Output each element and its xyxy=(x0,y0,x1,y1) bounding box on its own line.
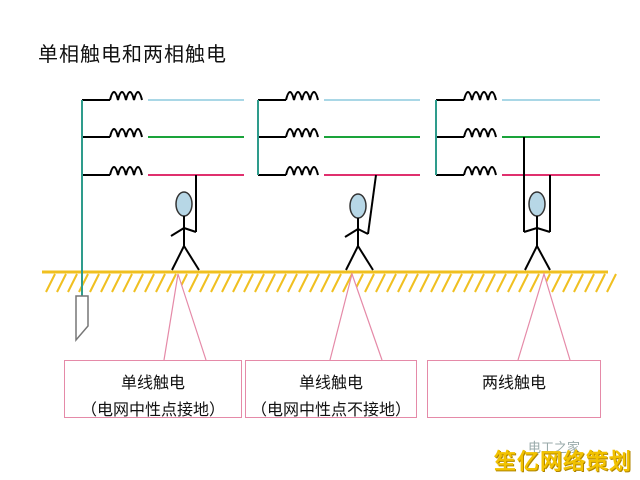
ground-hatch-mark xyxy=(67,273,78,293)
ground-hatch-mark xyxy=(331,273,342,293)
coil-1-top xyxy=(82,91,244,101)
ground-hatch-mark xyxy=(100,273,111,293)
ground-hatch-mark xyxy=(155,273,166,293)
ground-hatch-mark xyxy=(386,273,397,293)
ground-hatch-mark xyxy=(408,273,419,293)
ground-hatch-mark xyxy=(166,273,177,293)
ground-hatch-mark xyxy=(254,273,265,293)
caption-box-2: 单线触电 （电网中性点不接地） xyxy=(245,360,417,419)
ground-hatch-mark xyxy=(474,273,485,293)
caption-2-line1: 单线触电 xyxy=(298,373,363,392)
coil-2-bot xyxy=(258,166,420,176)
ground-hatch-mark xyxy=(573,273,584,293)
caption-3-line1: 两线触电 xyxy=(481,373,546,392)
system-1 xyxy=(75,91,244,343)
ground-hatch-mark xyxy=(441,273,452,293)
caption-box-3: 两线触电 xyxy=(427,360,601,418)
coil-3-top xyxy=(436,91,600,101)
ground-hatch-mark xyxy=(606,273,617,293)
person-2-icon xyxy=(344,174,377,271)
callout-pointers xyxy=(163,271,571,361)
ground-hatch-mark xyxy=(364,273,375,293)
ground-hatch-mark xyxy=(375,273,386,293)
ground-hatch-mark xyxy=(584,273,595,293)
ground-hatch-mark xyxy=(551,273,562,293)
ground-hatch-mark xyxy=(298,273,309,293)
ground-hatch-mark xyxy=(595,273,606,293)
ground-hatch-mark xyxy=(397,273,408,293)
ground-hatch-mark xyxy=(496,273,507,293)
ground-hatch-mark xyxy=(342,273,353,293)
coil-3-bot xyxy=(436,166,600,176)
caption-1-line2: （电网中性点接地） xyxy=(80,400,225,419)
ground-hatch-mark xyxy=(320,273,331,293)
coil-2-mid xyxy=(258,128,420,138)
system-3 xyxy=(435,91,600,271)
ground-hatch-mark xyxy=(89,273,100,293)
diagram-title: 单相触电和两相触电 xyxy=(38,42,227,66)
ground-hatch-mark xyxy=(507,273,518,293)
ground-hatch-mark xyxy=(529,273,540,293)
system-2 xyxy=(257,91,420,271)
person-1-icon xyxy=(170,175,200,271)
ground-hatch-mark xyxy=(122,273,133,293)
ground-hatch-mark xyxy=(232,273,243,293)
caption-2-line2: （电网中性点不接地） xyxy=(250,400,411,419)
watermark-small: 电工之家 xyxy=(528,441,581,456)
ground-hatch-mark xyxy=(485,273,496,293)
watermark-logo: 笙亿网络策划 xyxy=(493,450,632,475)
ground-hatch-mark xyxy=(463,273,474,293)
ground-hatch-mark xyxy=(221,273,232,293)
ground-hatch-mark xyxy=(562,273,573,293)
ground-hatch-mark xyxy=(45,273,56,293)
ground-hatch-mark xyxy=(210,273,221,293)
ground-hatch-mark xyxy=(452,273,463,293)
coil-1-bot xyxy=(82,166,244,176)
ground-hatch-mark xyxy=(199,273,210,293)
ground-hatch-mark xyxy=(276,273,287,293)
ground-hatch-mark xyxy=(518,273,529,293)
ground-hatch-mark xyxy=(78,273,89,293)
ground-hatch-mark xyxy=(133,273,144,293)
ground-hatch-mark xyxy=(265,273,276,293)
caption-box-1: 单线触电 （电网中性点接地） xyxy=(64,360,242,419)
ground-hatch-mark xyxy=(144,273,155,293)
person-3-icon xyxy=(523,137,551,271)
ground-hatch-mark xyxy=(188,273,199,293)
ground-hatch-mark xyxy=(430,273,441,293)
caption-1-line1: 单线触电 xyxy=(120,373,185,392)
coil-2-top xyxy=(258,91,420,101)
ground-electrode-icon xyxy=(75,295,89,343)
ground-hatch-mark xyxy=(111,273,122,293)
ground-hatch-mark xyxy=(287,273,298,293)
ground-hatch-mark xyxy=(56,273,67,293)
ground-hatch-mark xyxy=(243,273,254,293)
coil-1-mid xyxy=(82,128,244,138)
ground-hatch-mark xyxy=(309,273,320,293)
coil-3-mid xyxy=(436,128,600,138)
ground-hatch-mark xyxy=(419,273,430,293)
ground-layer xyxy=(42,270,617,293)
